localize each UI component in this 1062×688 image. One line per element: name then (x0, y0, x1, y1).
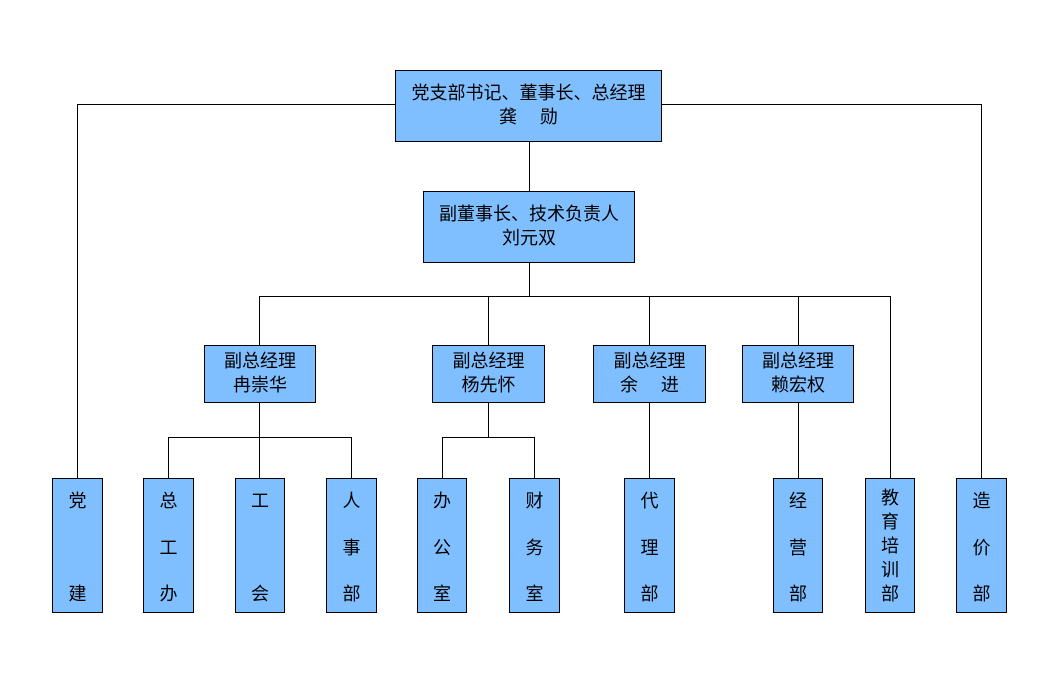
dept-char: 部 (789, 584, 807, 605)
connector-line (649, 296, 650, 346)
dept-box-agency[interactable]: 代 理 部 (624, 478, 675, 613)
dept-char: 总 (159, 491, 178, 512)
dept-char: 教 (881, 488, 899, 509)
connector-line (798, 402, 799, 479)
dept-char: 造 (972, 491, 991, 512)
connector-line (890, 296, 891, 479)
vp-title: 副总经理 (762, 351, 834, 372)
connector-line (442, 437, 535, 438)
connector-line (259, 296, 260, 346)
dept-char: 办 (433, 491, 451, 512)
top-executive-title: 党支部书记、董事长、总经理 (411, 83, 646, 104)
dept-char: 办 (159, 584, 178, 605)
dept-char: 价 (972, 537, 991, 559)
dept-char: 党 (68, 491, 87, 512)
dept-char: 经 (789, 491, 807, 512)
dept-box-hr[interactable]: 人 事 部 (326, 478, 377, 613)
dept-box-general-office[interactable]: 总 工 办 (143, 478, 194, 613)
dept-char: 室 (525, 584, 544, 605)
connector-line (168, 437, 169, 479)
vp-box-4[interactable]: 副总经理 赖宏权 (742, 345, 854, 403)
vp-box-2[interactable]: 副总经理 杨先怀 (432, 345, 545, 403)
dept-char: 工 (159, 537, 178, 559)
dept-char: 理 (640, 537, 659, 559)
dept-box-training[interactable]: 教 育 培 训 部 (865, 478, 915, 613)
vp-name: 余 进 (620, 375, 679, 396)
connector-line (488, 402, 489, 437)
dept-char: 部 (881, 584, 899, 605)
vice-chairman-title: 副董事长、技术负责人 (439, 204, 619, 225)
dept-char: 部 (640, 584, 659, 605)
dept-box-union[interactable]: 工 会 (235, 478, 285, 613)
vp-name: 赖宏权 (771, 375, 825, 396)
vp-title: 副总经理 (613, 351, 686, 372)
connector-line (661, 104, 982, 105)
dept-char: 培 (881, 536, 899, 557)
dept-box-office[interactable]: 办 公 室 (417, 478, 467, 613)
dept-char: 育 (881, 512, 899, 533)
dept-char: 训 (881, 560, 899, 581)
vp-title: 副总经理 (224, 351, 296, 372)
top-executive-box[interactable]: 党支部书记、董事长、总经理 龚 勋 (395, 70, 662, 142)
dept-char: 公 (433, 537, 451, 559)
vp-name: 杨先怀 (461, 375, 516, 396)
vp-box-3[interactable]: 副总经理 余 进 (593, 345, 706, 403)
dept-char: 营 (789, 537, 807, 559)
vp-title: 副总经理 (452, 351, 525, 372)
connector-line (798, 296, 799, 346)
connector-line (259, 296, 891, 297)
dept-char: 部 (342, 584, 361, 605)
dept-char: 会 (251, 584, 269, 605)
connector-line (77, 104, 78, 479)
dept-char: 建 (68, 584, 87, 605)
dept-box-operations[interactable]: 经 营 部 (773, 478, 823, 613)
connector-line (442, 437, 443, 479)
connector-line (981, 104, 982, 479)
vice-chairman-box[interactable]: 副董事长、技术负责人 刘元双 (423, 191, 635, 263)
dept-char: 财 (525, 491, 544, 512)
dept-char: 事 (342, 537, 361, 559)
dept-char: 人 (342, 491, 361, 512)
dept-char: 代 (640, 491, 659, 512)
dept-char: 工 (251, 491, 269, 512)
dept-box-cost[interactable]: 造 价 部 (956, 478, 1007, 613)
connector-line (488, 296, 489, 346)
connector-line (168, 437, 352, 438)
dept-char: 室 (433, 584, 451, 605)
connector-line (259, 402, 260, 479)
connector-line (529, 141, 530, 192)
vice-chairman-name: 刘元双 (502, 228, 556, 249)
top-executive-name: 龚 勋 (499, 107, 558, 128)
dept-box-finance[interactable]: 财 务 室 (509, 478, 560, 613)
dept-char: 务 (525, 537, 544, 559)
connector-line (351, 437, 352, 479)
connector-line (649, 402, 650, 479)
connector-line (529, 262, 530, 296)
dept-char: 部 (972, 584, 991, 605)
connector-line (534, 437, 535, 479)
dept-box-party-building[interactable]: 党 建 (52, 478, 103, 613)
vp-box-1[interactable]: 副总经理 冉崇华 (204, 345, 316, 403)
vp-name: 冉崇华 (233, 375, 287, 396)
connector-line (77, 104, 396, 105)
